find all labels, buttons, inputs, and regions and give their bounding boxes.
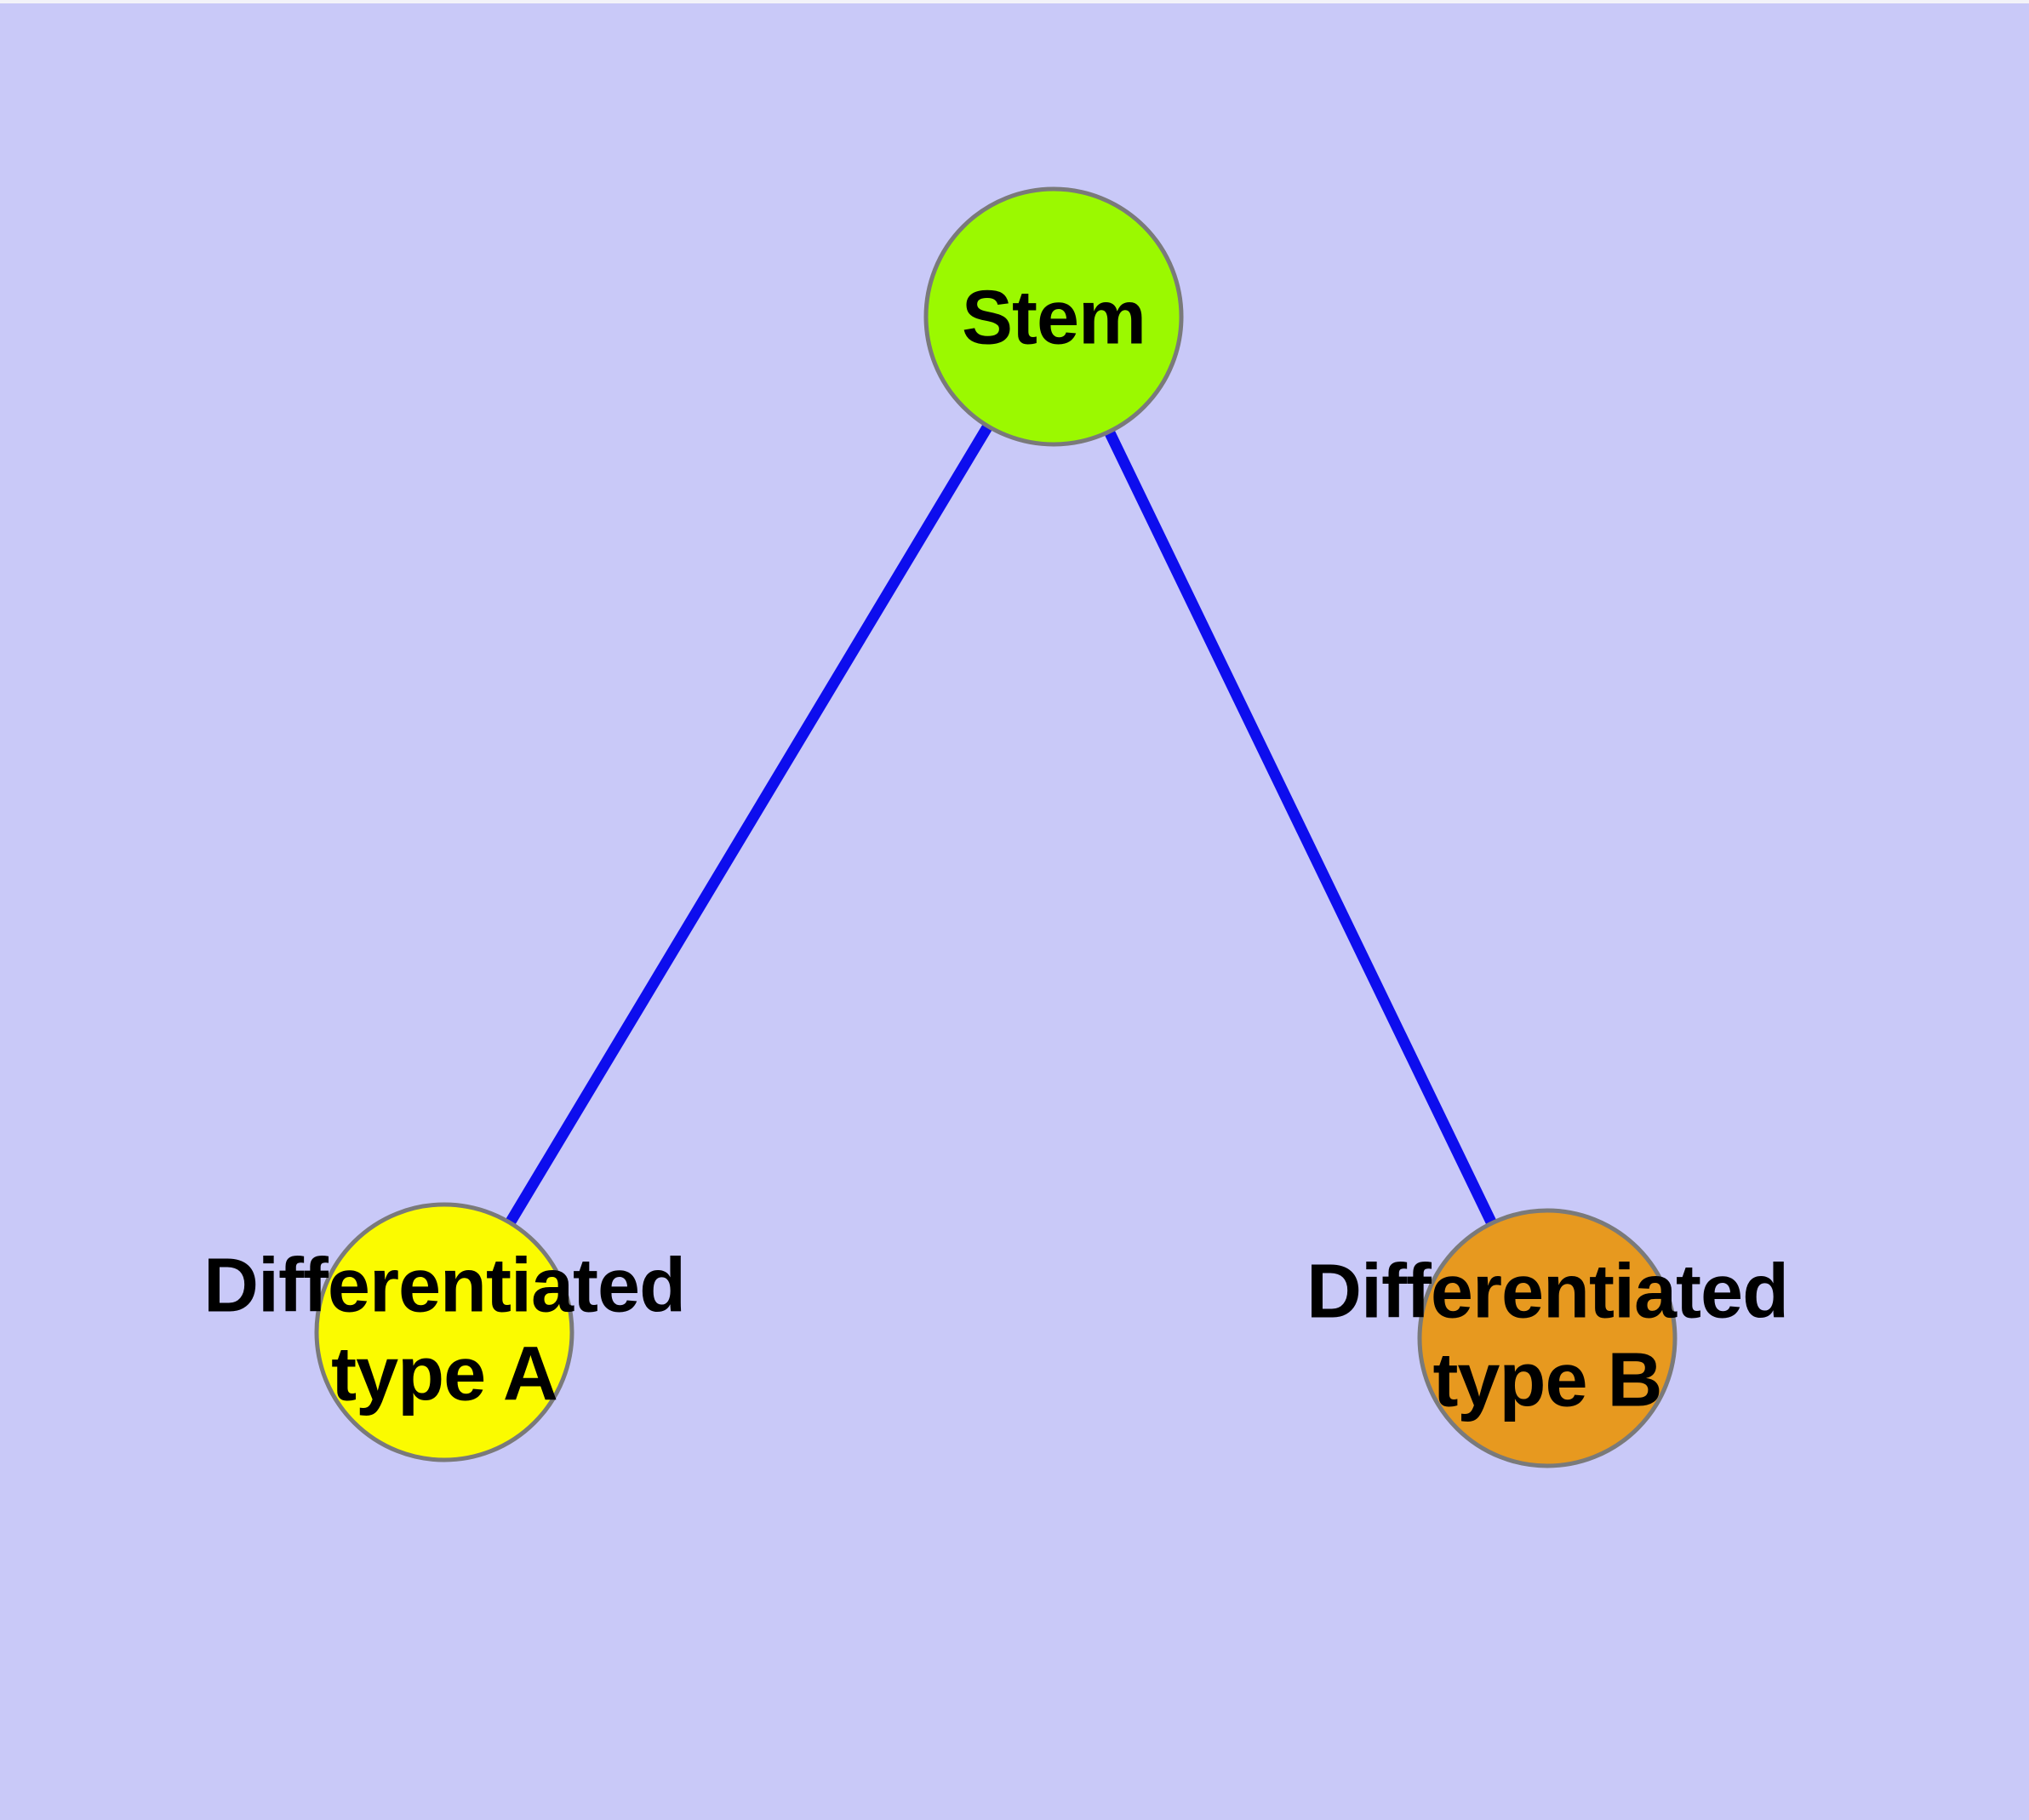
- node-type-b-circle: [1417, 1208, 1677, 1468]
- top-edge-highlight: [0, 0, 2029, 3]
- node-type-a-label: Differentiated type A: [203, 1243, 686, 1417]
- node-type-b-label: Differentiated type B: [1306, 1249, 1789, 1423]
- edge-stem-to-type-b: [1049, 314, 1552, 1341]
- edge-stem-to-type-a: [439, 313, 1059, 1336]
- node-stem-circle: [923, 186, 1184, 447]
- node-stem-label: Stem: [961, 275, 1146, 361]
- node-type-a-circle: [314, 1202, 574, 1462]
